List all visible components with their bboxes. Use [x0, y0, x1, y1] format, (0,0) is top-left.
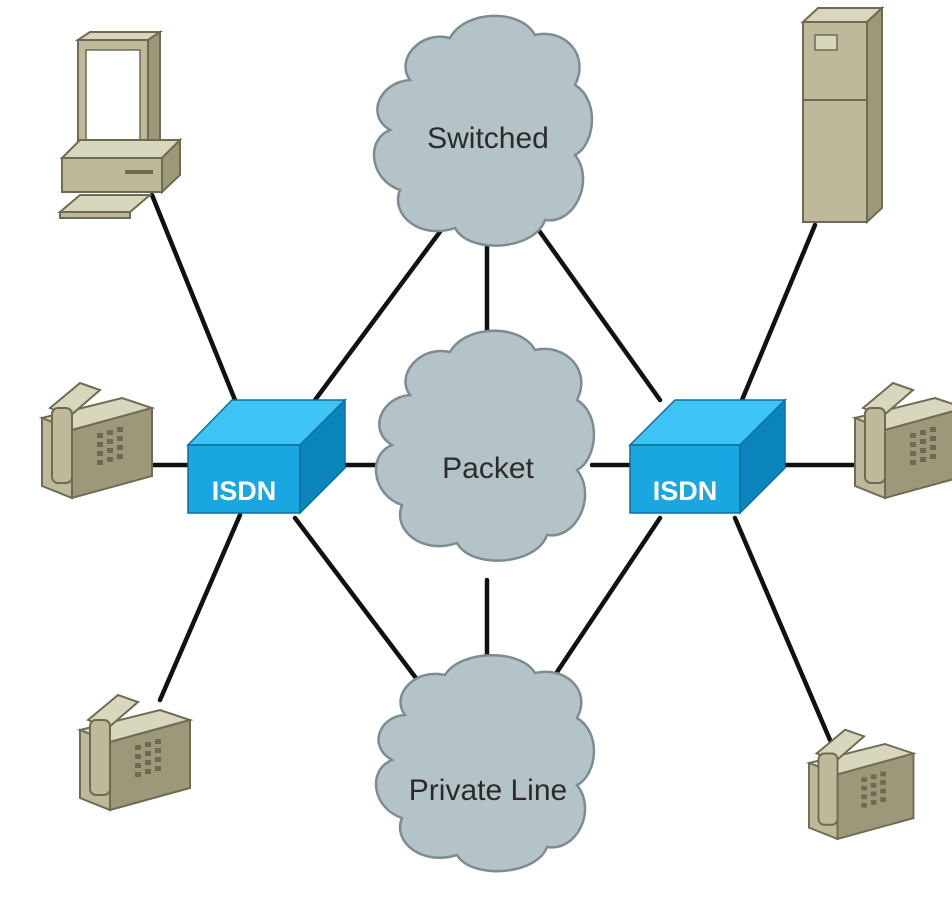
phone-icon-left-bottom: [79, 694, 191, 811]
cloud-label-switched: Switched: [427, 122, 549, 155]
isdn-switch-left: ISDN: [186, 398, 347, 515]
link-server-right-switch: [739, 222, 818, 403]
server-icon: [800, 5, 885, 225]
cloud-private-line: Private Line: [374, 654, 596, 873]
isdn-switch-right: ISDN: [628, 398, 787, 515]
isdn-label-left: ISDN: [212, 476, 277, 506]
link-switched-right-switch: [537, 229, 663, 403]
link-right-switch-phone-bottom: [732, 515, 833, 743]
computer-icon: [57, 30, 183, 219]
phone-icon-right-bottom: [808, 728, 915, 840]
phone-icon-left-middle: [41, 382, 153, 499]
link-right-switch-private-line: [542, 515, 663, 693]
link-pc-left-switch: [149, 192, 238, 403]
cloud-label-packet: Packet: [442, 452, 534, 485]
phone-icon-right-middle: [854, 382, 952, 499]
link-left-switch-private-line: [292, 515, 428, 693]
cloud-label-private-line: Private Line: [409, 774, 567, 807]
link-left-switch-phone-bottom: [157, 512, 243, 703]
cloud-packet: Packet: [374, 329, 596, 562]
isdn-label-right: ISDN: [653, 476, 718, 506]
link-left-switch-switched: [312, 222, 448, 403]
cloud-switched: Switched: [372, 14, 594, 247]
